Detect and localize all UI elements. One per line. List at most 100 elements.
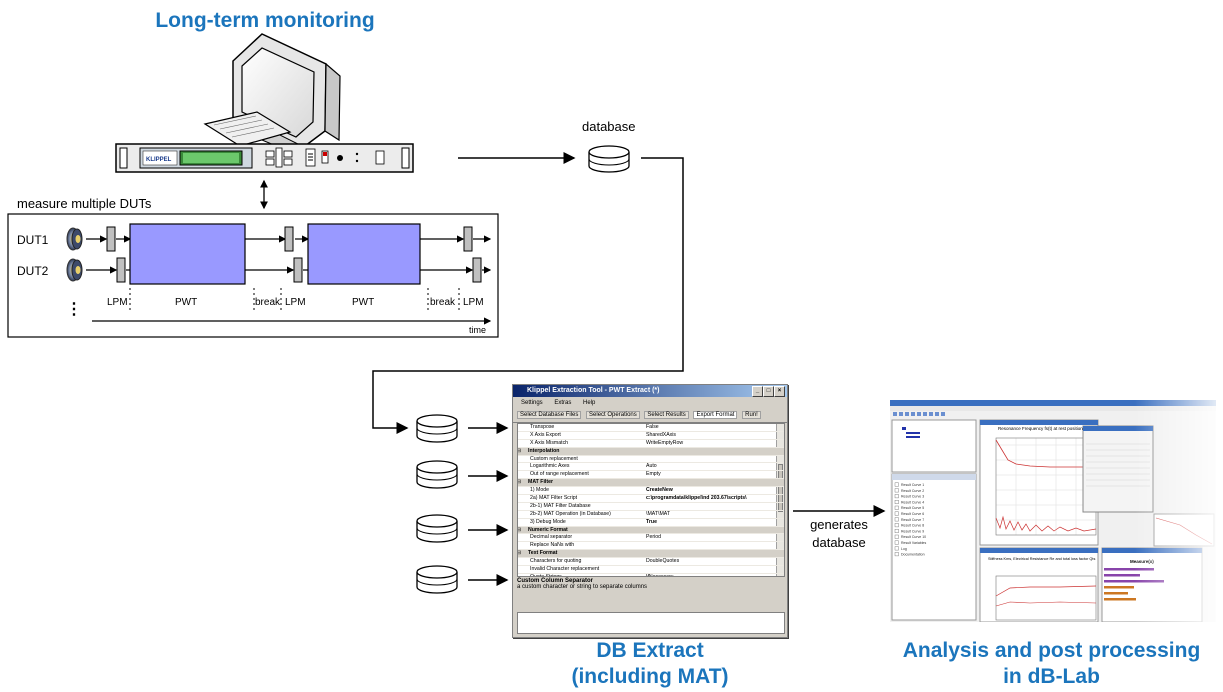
database-label: database: [582, 119, 636, 134]
collapse-icon[interactable]: ⊟: [517, 447, 522, 454]
collapse-icon[interactable]: ⊟: [517, 550, 522, 557]
tree-checkbox[interactable]: [894, 505, 899, 510]
dblab-plot2-title: Stiffness Kms, Electrical Resistance Re …: [988, 557, 1095, 561]
tree-item[interactable]: Result Curve 3: [901, 495, 924, 499]
property-description-title: Custom Column Separator: [517, 578, 594, 584]
property-row[interactable]: 2b-1) MAT Filter Database: [518, 503, 784, 511]
property-key: 2a) MAT Filter Script: [530, 495, 578, 502]
tab-select-database-files[interactable]: Select Database Files: [517, 411, 582, 419]
property-key: Invalid Character replacement: [530, 566, 600, 573]
property-value[interactable]: WriteEmptyRow: [646, 439, 684, 446]
tree-checkbox[interactable]: [894, 534, 899, 539]
tree-checkbox[interactable]: [894, 511, 899, 516]
menu-help[interactable]: Help: [583, 400, 596, 406]
tree-item[interactable]: Result Curve 7: [901, 518, 924, 522]
window-titlebar[interactable]: Klippel Extraction Tool - PWT Extract (*…: [513, 385, 787, 397]
collapse-icon[interactable]: ⊟: [517, 526, 522, 533]
tree-item[interactable]: Result Curve 5: [901, 506, 924, 510]
tree-checkbox[interactable]: [894, 517, 899, 522]
property-value[interactable]: CreateNew: [646, 487, 673, 494]
close-icon[interactable]: ×: [774, 386, 785, 397]
tab-run[interactable]: Run!: [742, 411, 761, 419]
klippel-analyzer-icon: KLIPPEL: [115, 143, 414, 173]
property-grid-scrollbar[interactable]: [776, 424, 784, 576]
property-key: Numeric Format: [528, 526, 568, 533]
tree-checkbox[interactable]: [894, 540, 899, 545]
tree-item[interactable]: Result Curve 6: [901, 512, 924, 516]
tree-checkbox[interactable]: [894, 482, 899, 487]
property-row[interactable]: Invalid Character replacement: [518, 566, 784, 574]
property-row[interactable]: Custom replacement: [518, 456, 784, 464]
property-value[interactable]: IfNecessary: [646, 573, 674, 577]
property-category[interactable]: Text Format⊟: [517, 550, 784, 559]
tree-checkbox[interactable]: [894, 546, 899, 551]
menu-settings[interactable]: Settings: [521, 400, 543, 406]
generates-label-line2: database: [812, 535, 866, 550]
extraction-tool-window[interactable]: Klippel Extraction Tool - PWT Extract (*…: [512, 384, 788, 638]
menu-extras[interactable]: Extras: [554, 400, 572, 406]
property-value[interactable]: SharedXAxis: [646, 431, 676, 438]
scrollbar-thumb[interactable]: [778, 464, 783, 512]
tree-item[interactable]: Documentation: [901, 553, 925, 557]
property-value[interactable]: Period: [646, 534, 661, 541]
tree-item[interactable]: Result Curve 9: [901, 529, 924, 533]
tab-select-operations[interactable]: Select Operations: [586, 411, 640, 419]
tree-item[interactable]: Log: [901, 547, 907, 551]
tree-checkbox[interactable]: [894, 494, 899, 499]
tree-item[interactable]: Result Curve 8: [901, 524, 924, 528]
arrows-to-extract: [468, 422, 509, 586]
tab-select-results[interactable]: Select Results: [644, 411, 689, 419]
property-description-text: a custom character or string to separate…: [517, 584, 648, 590]
phase-separators: [129, 288, 460, 312]
title-long-term-monitoring: Long-term monitoring: [155, 9, 375, 32]
property-row[interactable]: Out of range replacement Empty: [518, 471, 784, 480]
tree-checkbox[interactable]: [894, 523, 899, 528]
title-db-extract-line1: DB Extract: [596, 639, 704, 662]
property-row[interactable]: 2a) MAT Filter Script c:\programdata\klip…: [518, 495, 784, 503]
maximize-icon[interactable]: □: [763, 386, 774, 397]
property-value[interactable]: True: [646, 518, 657, 525]
property-value[interactable]: \MAT\MAT: [646, 510, 671, 517]
property-value[interactable]: c:\programdata\klippel\nd 203.67\scripts…: [646, 495, 747, 502]
tree-item[interactable]: Result Variables: [901, 541, 926, 545]
property-category[interactable]: MAT Filter ⊟: [517, 479, 784, 488]
property-key: Replace NaNs with: [530, 542, 575, 549]
tree-checkbox[interactable]: [894, 488, 899, 493]
tree-checkbox[interactable]: [894, 528, 899, 533]
property-category[interactable]: Numeric Format ⊟: [517, 526, 784, 535]
dblab-plot1-title: Resonance Frequency fs(t) at rest positi…: [998, 426, 1083, 431]
property-value[interactable]: False: [646, 424, 659, 430]
klippel-brand-label: KLIPPEL: [146, 157, 172, 163]
property-key: MAT Filter: [528, 479, 553, 486]
minimize-icon[interactable]: _: [752, 386, 763, 397]
title-db-extract: DB Extract (including MAT): [520, 638, 780, 690]
property-value[interactable]: Empty: [646, 471, 661, 478]
property-key: X Axis Mismatch: [530, 439, 569, 446]
property-category[interactable]: Interpolation⊟: [517, 447, 784, 456]
tree-item[interactable]: Result Curve 2: [901, 489, 924, 493]
tree-item[interactable]: Result Curve 4: [901, 500, 924, 504]
property-key: Out of range replacement: [530, 471, 589, 478]
tree-checkbox[interactable]: [894, 499, 899, 504]
tab-export-format[interactable]: Export Format: [693, 411, 738, 419]
property-value[interactable]: DoubleQuotes: [646, 558, 680, 565]
property-row[interactable]: 2b-2) MAT Operation (in Database)\MAT\MA…: [518, 511, 784, 519]
tree-item[interactable]: Result Curve 1: [901, 483, 924, 487]
pwt-block-2: [307, 223, 421, 285]
collapse-icon[interactable]: ⊟: [517, 479, 522, 486]
property-row[interactable]: X Axis Mismatch WriteEmptyRow: [518, 440, 784, 448]
property-row[interactable]: Replace NaNs with: [518, 542, 784, 551]
tree-item[interactable]: Result Curve 10: [901, 535, 926, 539]
tree-checkbox[interactable]: [894, 552, 899, 557]
property-key: 2b-1) MAT Filter Database: [530, 502, 591, 509]
property-value[interactable]: Auto: [646, 463, 657, 470]
